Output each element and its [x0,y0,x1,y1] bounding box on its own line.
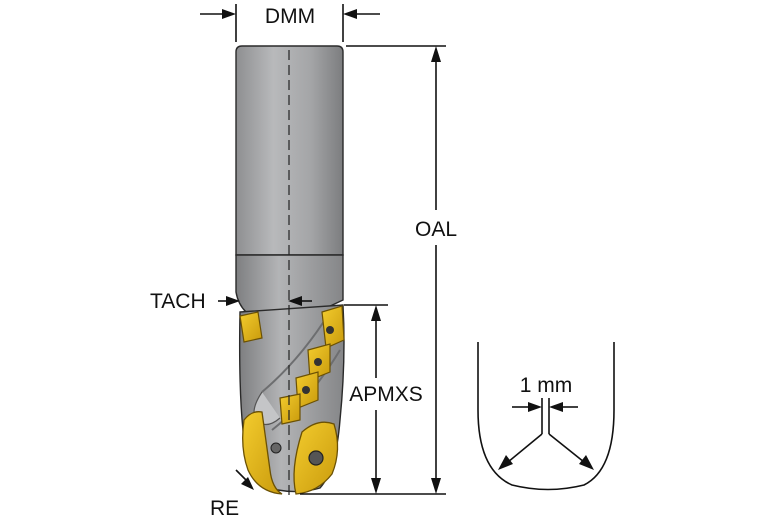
insert-screw-icon [326,326,334,334]
insert-1 [239,311,263,343]
oal-label: OAL [415,218,457,241]
insert-screw-icon [314,358,322,366]
insert-2 [321,305,345,349]
dmm-dimension: DMM [200,4,380,42]
tool-shank [235,45,344,256]
cutting-inserts [239,305,345,495]
tach-label: TACH [150,290,206,313]
detail-gap-label: 1 mm [520,374,573,397]
oal-dimension: OAL [300,45,457,495]
apmxs-label: APMXS [349,383,423,406]
apmxs-dimension: APMXS [344,304,423,494]
dmm-label: DMM [265,5,315,28]
re-label: RE [210,497,239,520]
ball-insert-left [242,411,283,495]
insert-screw-icon [308,450,324,466]
insert-screw-icon [302,386,310,394]
re-callout: RE [210,469,254,520]
tach-callout: TACH [150,290,312,313]
ball-profile-outline [477,342,615,491]
coolant-hole-icon [270,442,282,454]
insert-5 [279,393,301,425]
detail-view: 1 mm [477,342,615,491]
